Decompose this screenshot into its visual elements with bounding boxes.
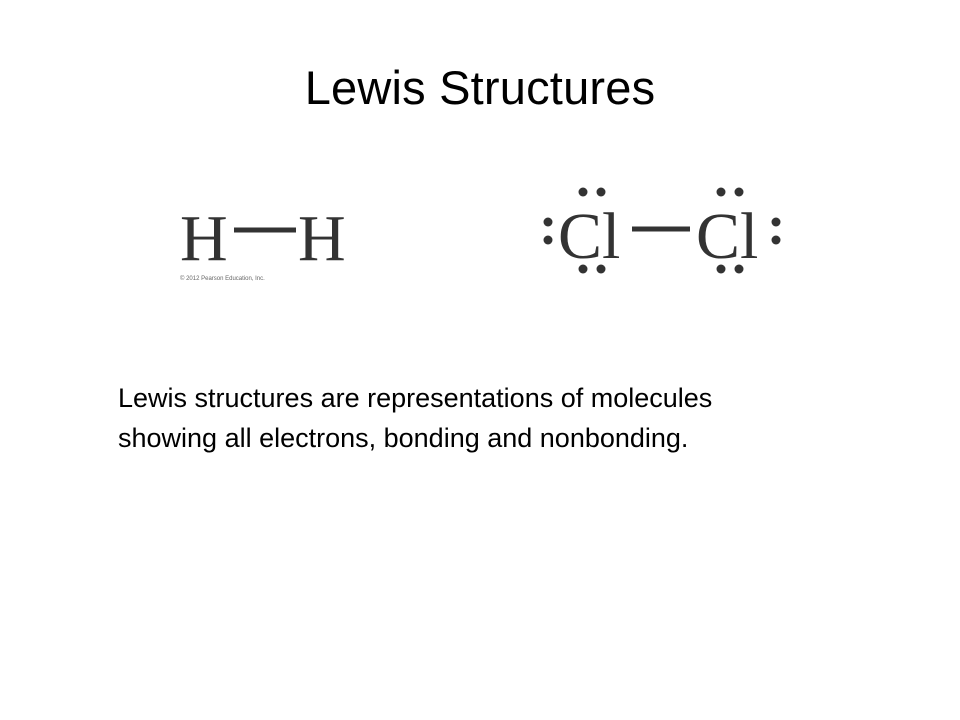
cl-right-lone-pair-right	[771, 217, 781, 245]
cl2-lewis-structure: Cl Cl	[543, 187, 781, 274]
copyright-notice: © 2012 Pearson Education, Inc.	[180, 276, 265, 282]
h2-lewis-structure: H H	[180, 202, 346, 275]
h2-atom-left: H	[180, 202, 228, 275]
cl2-atom-right: Cl	[696, 200, 758, 273]
cl-right-lone-pair-top	[716, 187, 744, 197]
body-line-1: Lewis structures are representations of …	[118, 383, 713, 413]
cl-left-lone-pair-left	[543, 217, 553, 245]
cl-right-lone-pair-bottom	[716, 264, 744, 274]
cl-left-lone-pair-bottom	[578, 264, 606, 274]
cl2-atom-left: Cl	[558, 200, 620, 273]
h2-atom-right: H	[298, 202, 346, 275]
slide-title: Lewis Structures	[304, 61, 656, 114]
slide-body-text: Lewis structures are representations of …	[118, 378, 898, 458]
body-line-2: showing all electrons, bonding and nonbo…	[118, 423, 689, 453]
cl-left-lone-pair-top	[578, 187, 606, 197]
